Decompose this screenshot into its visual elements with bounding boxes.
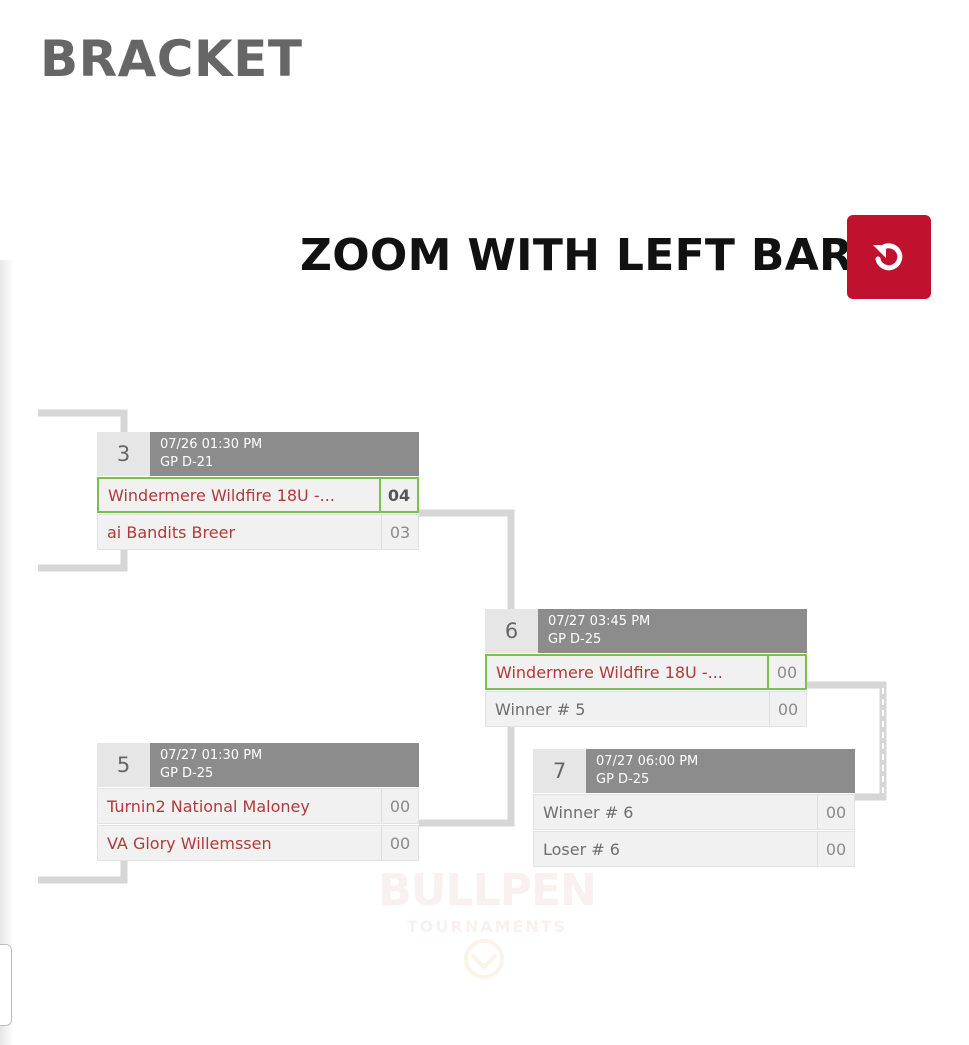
team-name[interactable]: Loser # 6 [543,839,620,859]
reset-zoom-button[interactable] [847,215,931,299]
match-field: GP D-25 [548,632,602,647]
team-score: 00 [817,795,854,829]
match-info: 07/27 03:45 PM GP D-25 [538,609,807,653]
match-number: 3 [97,432,150,476]
match-number: 6 [485,609,538,653]
bullpen-watermark: BULLPEN TOURNAMENTS [378,865,597,985]
connector-line [419,509,515,611]
match-card-5: 5 07/27 01:30 PM GP D-25 Turnin2 Nationa… [97,743,419,861]
match-date: 07/27 01:30 PM [160,748,263,763]
team-score: 00 [767,656,805,688]
team-row[interactable]: Winner # 5 00 [485,691,807,727]
team-row[interactable]: Winner # 6 00 [533,794,855,830]
connector-line [38,548,128,572]
zoom-bar-track[interactable] [0,260,14,1045]
team-name[interactable]: Winner # 5 [495,699,586,719]
match-date: 07/26 01:30 PM [160,437,263,452]
connector-line [38,409,128,437]
team-score: 00 [769,692,806,726]
zoom-hint: ZOOM WITH LEFT BAR [300,230,854,281]
team-name[interactable]: Turnin2 National Maloney [107,796,310,816]
connector-line [419,727,515,827]
match-number: 5 [97,743,150,787]
match-info: 07/27 01:30 PM GP D-25 [150,743,419,787]
match-header: 3 07/26 01:30 PM GP D-21 [97,432,419,476]
match-number: 7 [533,749,586,793]
team-name[interactable]: Windermere Wildfire 18U -... [108,485,335,505]
watermark-title: BULLPEN [378,865,596,916]
watermark-subtitle: TOURNAMENTS [406,917,568,936]
team-row[interactable]: VA Glory Willemssen 00 [97,825,419,861]
team-row[interactable]: Windermere Wildfire 18U -... 04 [97,477,419,513]
team-name[interactable]: Windermere Wildfire 18U -... [496,662,723,682]
team-row[interactable]: Windermere Wildfire 18U -... 00 [485,654,807,690]
match-field: GP D-25 [160,766,214,781]
team-score: 00 [817,832,854,866]
team-row[interactable]: Turnin2 National Maloney 00 [97,788,419,824]
match-info: 07/27 06:00 PM GP D-25 [586,749,855,793]
match-date: 07/27 06:00 PM [596,754,699,769]
team-score: 00 [381,826,418,860]
team-score: 03 [381,515,418,549]
connector-line [38,860,128,884]
rotate-ccw-icon [873,243,903,271]
team-score: 04 [379,479,417,511]
match-date: 07/27 03:45 PM [548,614,651,629]
page-title: BRACKET [40,30,303,88]
match-card-7: 7 07/27 06:00 PM GP D-25 Winner # 6 00 L… [533,749,855,867]
zoom-bar-handle[interactable] [0,944,12,1026]
match-info: 07/26 01:30 PM GP D-21 [150,432,419,476]
connector-line [807,681,887,801]
match-card-6: 6 07/27 03:45 PM GP D-25 Windermere Wild… [485,609,807,727]
team-score: 00 [381,789,418,823]
match-header: 6 07/27 03:45 PM GP D-25 [485,609,807,653]
match-card-3: 3 07/26 01:30 PM GP D-21 Windermere Wild… [97,432,419,550]
match-header: 5 07/27 01:30 PM GP D-25 [97,743,419,787]
team-name[interactable]: Winner # 6 [543,802,634,822]
match-header: 7 07/27 06:00 PM GP D-25 [533,749,855,793]
team-row[interactable]: ai Bandits Breer 03 [97,514,419,550]
match-field: GP D-25 [596,772,650,787]
team-row[interactable]: Loser # 6 00 [533,831,855,867]
watermark-icon [464,939,504,979]
match-field: GP D-21 [160,455,214,470]
team-name[interactable]: ai Bandits Breer [107,522,236,542]
team-name[interactable]: VA Glory Willemssen [107,833,272,853]
